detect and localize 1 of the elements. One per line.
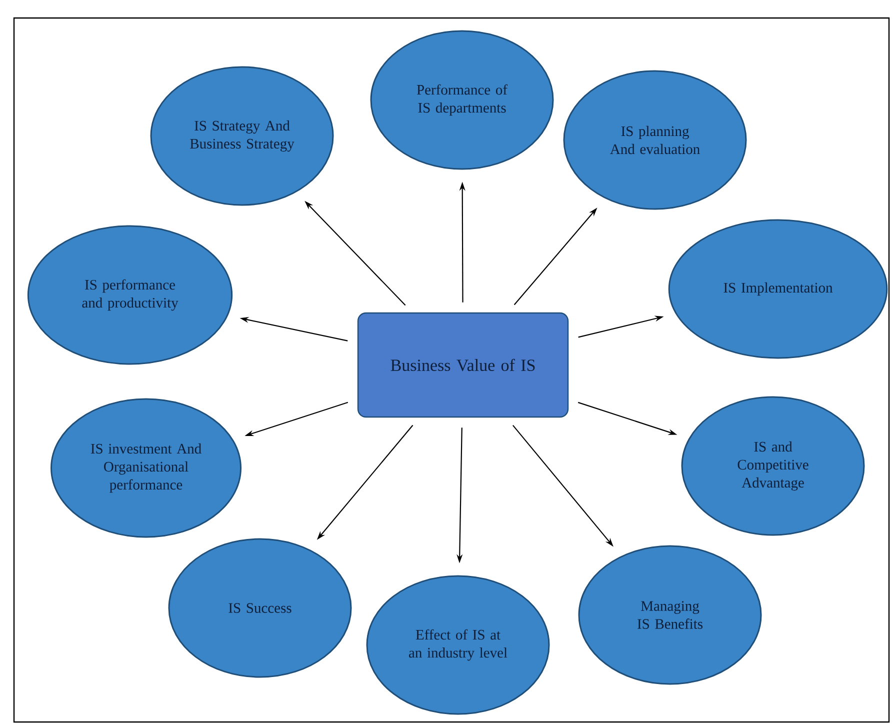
center-box: Business Value of IS — [357, 312, 569, 418]
